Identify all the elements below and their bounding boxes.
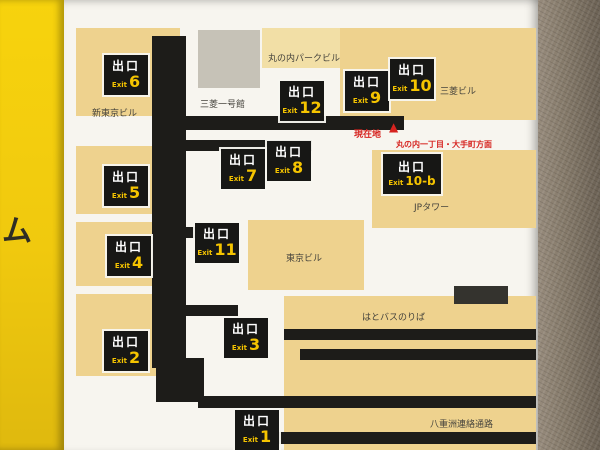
passage-yaesu-2 xyxy=(266,432,536,444)
exit-number: 12 xyxy=(299,97,322,117)
passage-bottom-hub xyxy=(156,358,204,402)
building-label-shin-tokyo: 新東京ビル xyxy=(92,109,138,119)
exit-number: 3 xyxy=(248,334,261,354)
exit-number: 6 xyxy=(128,71,141,91)
exit-label-jp: 出口 xyxy=(114,240,143,255)
building-tokyo xyxy=(248,220,364,290)
exit-number: 10-b xyxy=(405,173,436,188)
building-label-ichigokan: 三菱一号館 xyxy=(200,100,246,110)
exit-number: 8 xyxy=(291,157,304,177)
exit-number: 11 xyxy=(214,239,237,259)
exit-label-en: Exit xyxy=(392,84,408,93)
exit-label-en: Exit xyxy=(352,96,368,105)
building-bottom-right xyxy=(284,296,536,450)
exit-label-en: Exit xyxy=(197,248,213,257)
exit-number: 9 xyxy=(369,87,382,107)
exit-label-jp: 出口 xyxy=(231,322,260,337)
exit-label-en: Exit xyxy=(114,261,130,270)
building-ichigokan-block xyxy=(198,30,260,88)
exit-number: 4 xyxy=(131,252,144,272)
wall-texture xyxy=(538,0,600,450)
passage-upper-horizontal xyxy=(178,116,404,130)
exit-label-en: Exit xyxy=(282,106,298,115)
exit-number: 10 xyxy=(409,75,432,95)
passage-yaesu-1 xyxy=(198,396,536,408)
exit-label-jp: 出口 xyxy=(111,335,140,350)
exit-label-en: Exit xyxy=(242,435,258,444)
exit-label-jp: 出口 xyxy=(352,75,381,90)
exit-label-en: Exit xyxy=(111,191,127,200)
building-label-tokyo: 東京ビル xyxy=(286,254,323,264)
exit-label-en: Exit xyxy=(111,80,127,89)
exit-label-en: Exit xyxy=(388,178,404,187)
direction-label: 丸の内一丁目・大手町方面 xyxy=(396,140,492,149)
current-location-label: 現在地 xyxy=(354,130,382,140)
exit-label-en: Exit xyxy=(111,356,127,365)
area-label-yaesu-passage: 八重洲連絡通路 xyxy=(430,420,494,430)
building-label-marunouchi-park: 丸の内パークビル xyxy=(268,54,341,64)
road-hato-bus-1 xyxy=(284,329,536,340)
exit-label-jp: 出口 xyxy=(274,145,303,160)
building-label-mitsubishi: 三菱ビル xyxy=(440,87,477,97)
exit-label-jp: 出口 xyxy=(111,170,140,185)
passage-main-vertical xyxy=(152,36,186,368)
exit-number: 7 xyxy=(245,165,258,185)
exit-label-jp: 出口 xyxy=(397,63,426,78)
exit-label-jp: 出口 xyxy=(397,160,426,175)
exit-label-en: Exit xyxy=(231,343,247,352)
exit-label-jp: 出口 xyxy=(202,227,231,242)
sign-side-panel: ム xyxy=(0,0,64,450)
passage-exit3 xyxy=(178,305,238,316)
exit-number: 1 xyxy=(259,426,272,446)
exit-label-jp: 出口 xyxy=(242,414,271,429)
passage-exit7-8 xyxy=(178,140,312,151)
sign-partial-text: ム xyxy=(2,214,32,249)
road-hato-bus-2 xyxy=(300,349,536,360)
building-label-jp-tower: JPタワー xyxy=(414,203,450,213)
exit-label-jp: 出口 xyxy=(111,59,140,74)
exit-label-jp: 出口 xyxy=(228,153,257,168)
current-location-triangle-icon: ▲ xyxy=(389,120,399,134)
exit-number: 5 xyxy=(128,182,141,202)
exit-label-en: Exit xyxy=(228,174,244,183)
exit-label-jp: 出口 xyxy=(287,85,316,100)
exit-number: 2 xyxy=(128,347,141,367)
exit-label-en: Exit xyxy=(274,166,290,175)
building-dark-block xyxy=(454,286,508,304)
area-label-hato-bus: はとバスのりば xyxy=(362,313,426,323)
